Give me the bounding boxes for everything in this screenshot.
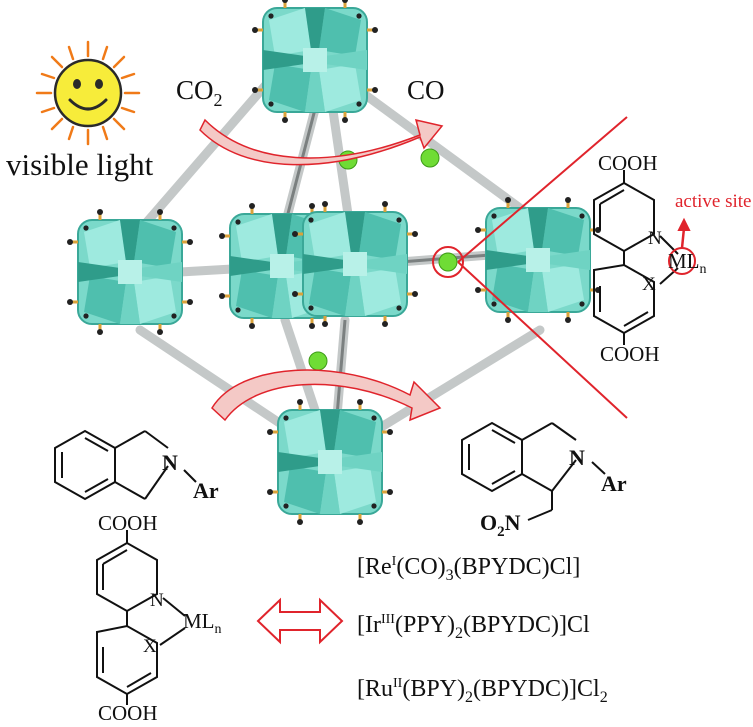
cluster-left [65,207,195,337]
active-site-label: active site [675,191,752,212]
right-x-atom: X [642,274,656,295]
right-ml-label: MLn [668,249,707,277]
product-nitro-group: O2N [480,510,521,540]
co2-label: CO2 [176,75,223,110]
co2-to-co-arrow [199,118,444,166]
reactant-ar-group: Ar [193,478,219,503]
smiling-sun-icon [35,40,141,146]
complex-list: [ReI(CO)3(BPYDC)Cl] [IrIII(PPY)2(BPYDC)]… [357,554,608,706]
bottom-cooh-bottom: COOH [98,701,158,725]
reactant-structure [54,429,197,501]
bottom-bpydc-ligand [96,530,186,705]
cluster-bottom [265,397,395,527]
right-cooh-bottom: COOH [600,342,660,366]
product-n-atom: N [569,445,585,470]
bottom-ml-label: MLn [183,609,222,637]
co-label: CO [407,75,445,105]
cluster-top [250,0,380,125]
bottom-n-atom: N [150,590,164,611]
double-headed-arrow-icon [256,597,344,645]
right-n-atom: N [648,228,662,249]
complex-ir: [IrIII(PPY)2(BPYDC)]Cl [357,612,590,642]
complex-ru: [RuII(BPY)2(BPYDC)]Cl2 [357,676,608,706]
zoom-lines [432,116,628,419]
product-ar-group: Ar [601,471,627,496]
right-cooh-top: COOH [598,151,658,175]
bottom-cooh-top: COOH [98,511,158,535]
right-bpydc-ligand [593,170,696,345]
visible-light-label: visible light [6,147,154,182]
reactant-to-product-arrow [211,369,442,422]
product-structure [461,421,606,521]
bottom-x-atom: X [143,636,157,657]
complex-re: [ReI(CO)3(BPYDC)Cl] [357,554,580,584]
cluster-right [473,195,603,325]
cluster-center-right [290,199,420,329]
reactant-n-atom: N [162,450,178,475]
